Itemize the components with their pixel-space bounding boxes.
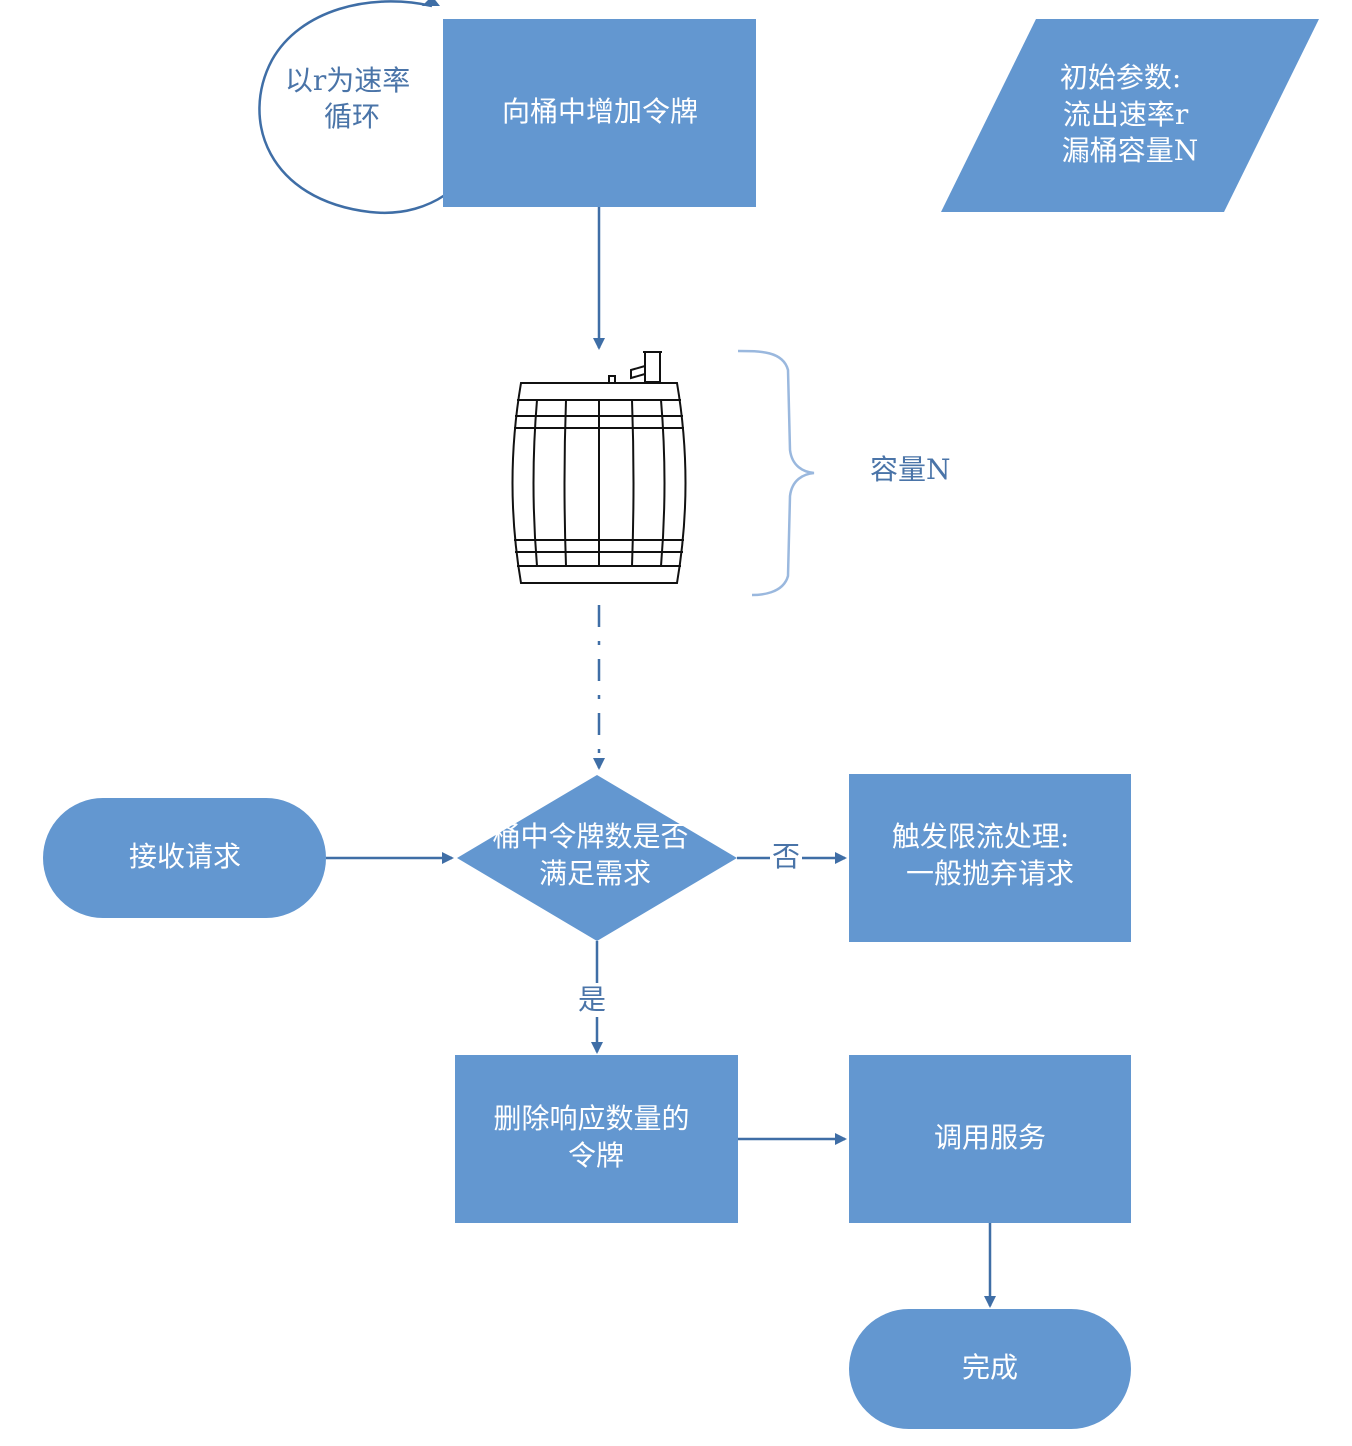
loop-arrow-icon [422,0,440,6]
token-check-decision: 桶中令牌数是否 满足需求 [457,775,737,941]
barrel-icon [511,351,687,584]
rate-limit-node: 触发限流处理: 一般抛弃请求 [849,774,1131,942]
rate-limit-label: 触发限流处理: 一般抛弃请求 [892,820,1078,890]
receive-request-node: 接收请求 [43,798,326,918]
yes-label: 是 [578,983,606,1016]
loop-connector: 以r为速率 循环 [258,0,446,215]
capacity-brace: 容量N [737,349,951,597]
receive-request-label: 接收请求 [129,840,241,873]
add-tokens-label: 向桶中增加令牌 [502,95,698,128]
init-params-label: 初始参数: 流出速率r 漏桶容量N [1060,61,1198,167]
token-check-label: 桶中令牌数是否 满足需求 [493,820,698,890]
loop-arc [258,0,446,215]
remove-tokens-node: 删除响应数量的 令牌 [455,1055,738,1223]
capacity-label: 容量N [870,453,951,486]
add-tokens-node: 向桶中增加令牌 [443,19,756,207]
invoke-service-node: 调用服务 [849,1055,1131,1223]
done-label: 完成 [962,1351,1018,1384]
loop-label: 以r为速率 循环 [285,64,419,133]
remove-tokens-label: 删除响应数量的 令牌 [494,1102,699,1172]
invoke-service-label: 调用服务 [934,1121,1046,1154]
done-node: 完成 [849,1309,1131,1429]
no-label: 否 [772,840,800,873]
init-params-node: 初始参数: 流出速率r 漏桶容量N [941,19,1319,212]
